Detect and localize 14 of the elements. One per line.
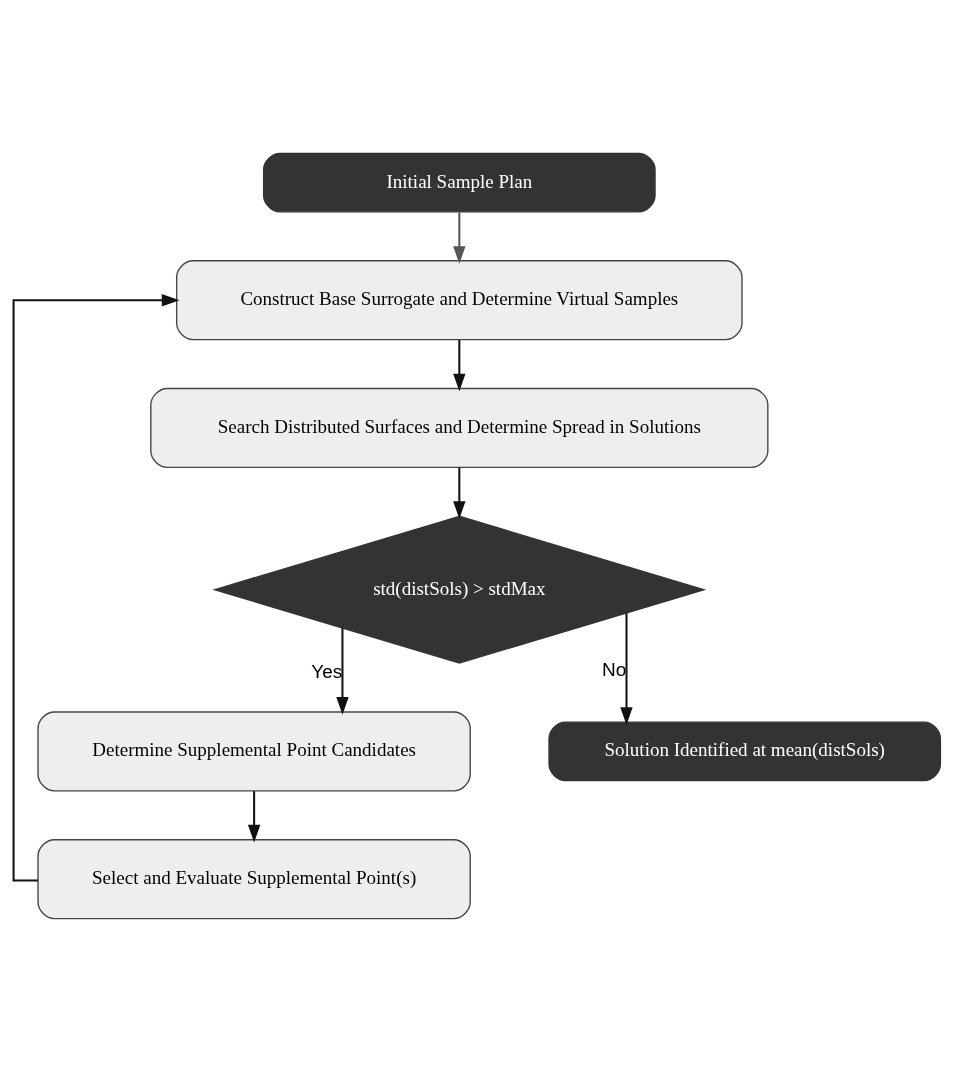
node-diamond: std(distSols) > stdMax xyxy=(212,515,707,664)
arrow xyxy=(12,293,180,882)
arrow xyxy=(336,627,349,715)
arrow xyxy=(453,339,466,391)
node-box: Select and Evaluate Supplemental Point(s) xyxy=(37,838,471,919)
arrow xyxy=(453,211,466,264)
node-box: Construct Base Surrogate and Determine Virtual Samples xyxy=(176,259,743,340)
arrow xyxy=(247,790,261,843)
arrow xyxy=(453,467,466,519)
arrow xyxy=(620,612,633,725)
node-box: Search Distributed Surfaces and Determine Spread in Solutions xyxy=(150,387,769,468)
node-box: Determine Supplemental Point Candidates xyxy=(37,710,471,791)
node-box: Solution Identified at mean(distSols) xyxy=(548,721,942,781)
node-box: Initial Sample Plan xyxy=(262,152,656,213)
